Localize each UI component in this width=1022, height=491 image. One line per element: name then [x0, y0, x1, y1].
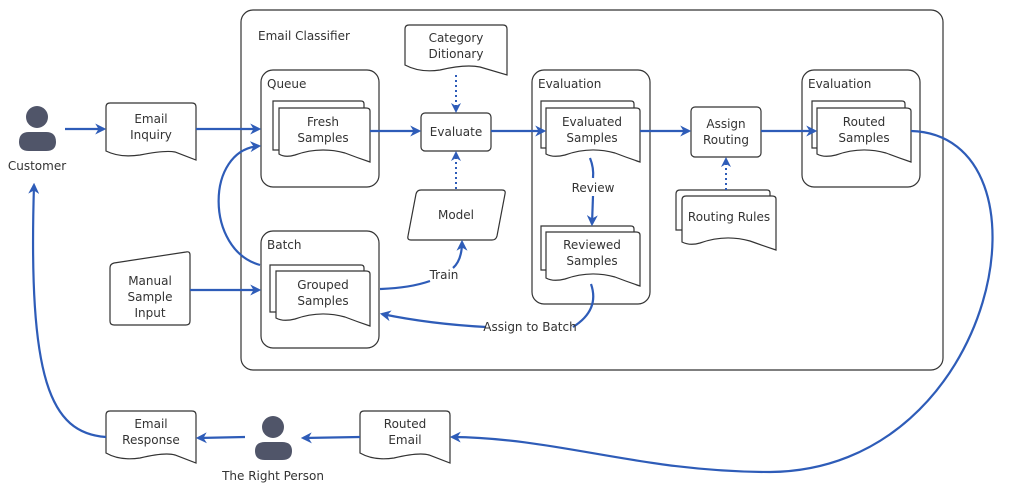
fresh-samples-line-1: Fresh	[307, 115, 339, 129]
reviewed-samples-stack[interactable]: Reviewed Samples	[540, 225, 641, 287]
flow-train-b	[452, 239, 468, 269]
batch-group: Batch Grouped Samples	[260, 230, 380, 349]
right-person-actor[interactable]: The Right Person	[221, 416, 324, 483]
batch-label: Batch	[267, 238, 302, 252]
evaluated-samples-stack[interactable]: Evaluated Samples	[540, 100, 641, 163]
person-icon	[26, 106, 48, 128]
manual-sample-line-3: Input	[134, 306, 165, 320]
evaluate-label: Evaluate	[430, 125, 482, 139]
assign-to-batch-edge-label: Assign to Batch	[483, 320, 576, 334]
email-response-line-2: Response	[122, 433, 180, 447]
person-icon	[262, 416, 284, 438]
person-icon-body	[19, 132, 56, 151]
right-person-label: The Right Person	[221, 469, 324, 483]
train-edge-label: Train	[429, 268, 459, 282]
routing-rules-stack[interactable]: Routing Rules	[675, 189, 777, 251]
fresh-samples-stack[interactable]: Fresh Samples	[272, 100, 371, 163]
fresh-samples-line-2: Samples	[297, 131, 348, 145]
manual-sample-input[interactable]: Manual Sample Input	[109, 251, 191, 326]
category-dictionary-line-1: Category	[429, 31, 484, 45]
evaluation-1-label: Evaluation	[538, 77, 601, 91]
flow-batch-to-queue	[217, 141, 262, 267]
routed-email-line-2: Email	[388, 433, 421, 447]
container-title: Email Classifier	[258, 29, 350, 43]
email-inquiry-line-1: Email	[134, 112, 167, 126]
evaluated-samples-line-1: Evaluated	[562, 115, 622, 129]
evaluated-samples-line-2: Samples	[566, 131, 617, 145]
model-input[interactable]: Model	[407, 189, 506, 241]
evaluation-group-1: Evaluation Evaluated Samples Reviewed Sa…	[531, 69, 651, 305]
grouped-samples-stack[interactable]: Grouped Samples	[269, 264, 371, 327]
flow-review-a	[588, 157, 595, 179]
routed-samples-line-1: Routed	[843, 115, 885, 129]
review-edge-label: Review	[572, 181, 615, 195]
routed-samples-stack[interactable]: Routed Samples	[811, 100, 912, 163]
flow-routed-to-email	[449, 129, 994, 474]
grouped-samples-line-2: Samples	[297, 294, 348, 308]
routed-email-line-1: Routed	[384, 417, 426, 431]
category-dictionary-line-2: Ditionary	[429, 47, 484, 61]
routing-rules-label: Routing Rules	[688, 210, 770, 224]
flow-train-a	[379, 279, 431, 291]
email-response-line-1: Email	[134, 417, 167, 431]
reviewed-samples-line-1: Reviewed	[563, 238, 621, 252]
evaluation-group-2: Evaluation Routed Samples	[801, 69, 921, 188]
email-inquiry-document[interactable]: Email Inquiry	[105, 102, 197, 161]
evaluation-2-label: Evaluation	[808, 77, 871, 91]
manual-sample-line-2: Sample	[128, 290, 173, 304]
reviewed-samples-line-2: Samples	[566, 254, 617, 268]
flow-assign-batch-b	[379, 310, 487, 329]
routed-email-document[interactable]: Routed Email	[359, 410, 451, 464]
flow-assign-batch-a	[572, 283, 595, 328]
flow-person-to-response	[195, 432, 246, 444]
queue-group: Queue Fresh Samples	[260, 69, 380, 188]
category-dictionary-document[interactable]: Category Ditionary	[404, 24, 508, 76]
flow-review-b	[586, 195, 598, 227]
manual-sample-line-1: Manual	[128, 274, 172, 288]
email-response-document[interactable]: Email Response	[105, 410, 197, 464]
grouped-samples-line-1: Grouped	[297, 278, 349, 292]
email-inquiry-line-2: Inquiry	[130, 128, 172, 142]
flow-response-to-customer	[28, 182, 107, 439]
assign-routing-process[interactable]: Assign Routing	[690, 106, 762, 158]
assign-routing-line-1: Assign	[706, 117, 745, 131]
customer-actor[interactable]: Customer	[8, 106, 66, 173]
evaluate-process[interactable]: Evaluate	[420, 112, 492, 152]
assign-routing-line-2: Routing	[703, 133, 749, 147]
queue-label: Queue	[267, 77, 306, 91]
routed-samples-line-2: Samples	[838, 131, 889, 145]
customer-label: Customer	[8, 159, 66, 173]
model-label: Model	[438, 208, 474, 222]
person-icon-body	[255, 442, 292, 460]
flow-email-to-person	[300, 432, 361, 444]
